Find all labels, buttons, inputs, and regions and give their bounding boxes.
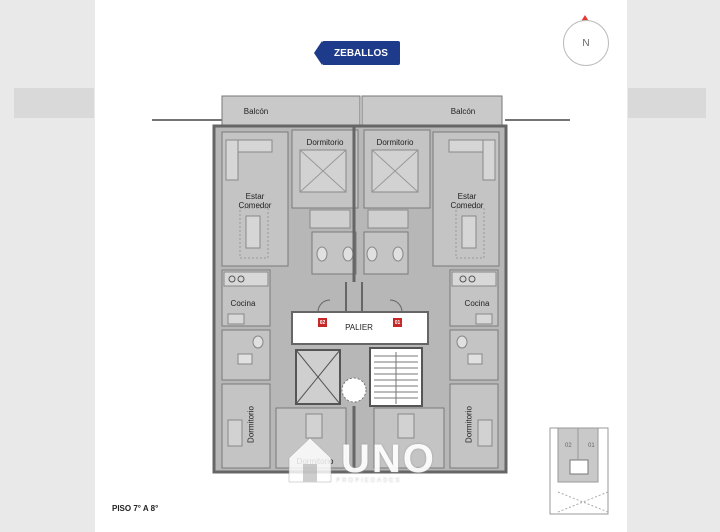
unit-badge-right: 01	[393, 318, 402, 327]
compass-label: N	[582, 37, 590, 49]
background-band-right	[628, 88, 706, 118]
room-label-balcon-right: Balcón	[450, 107, 476, 116]
room-label-palier: PALIER	[345, 323, 373, 332]
room-label-estar-left: Estar Comedor	[238, 192, 272, 210]
room-label-cocina-left: Cocina	[230, 299, 256, 308]
keyplan-unit-left: 02	[565, 443, 572, 449]
logo-watermark: UNO	[285, 434, 436, 484]
floor-level-label: PISO 7° A 8°	[112, 504, 159, 513]
room-label-balcon-left: Balcón	[243, 107, 269, 116]
background-band-left	[14, 88, 94, 118]
keyplan-unit-right: 01	[588, 443, 595, 449]
balcony-right	[361, 95, 503, 127]
palier-area	[291, 311, 429, 345]
room-label-estar-right: Estar Comedor	[450, 192, 484, 210]
balcony-left	[221, 95, 361, 127]
room-label-dormitorio-side-right: Dormitorio	[464, 406, 474, 443]
room-label-cocina-right: Cocina	[464, 299, 490, 308]
compass-icon: N	[563, 20, 609, 66]
house-logo-icon	[288, 437, 332, 483]
room-label-dormitorio-side-left: Dormitorio	[246, 406, 256, 443]
room-label-dormitorio-top-left: Dormitorio	[306, 138, 344, 147]
street-label: ZEBALLOS	[314, 41, 400, 65]
logo-text: UNO	[341, 437, 436, 481]
room-label-dormitorio-top-right: Dormitorio	[376, 138, 414, 147]
north-arrow-icon	[580, 15, 590, 23]
bedroom-bottom-right	[373, 407, 445, 469]
unit-badge-left: 02	[318, 318, 327, 327]
logo-subtitle: PROPIEDADES	[336, 478, 402, 484]
